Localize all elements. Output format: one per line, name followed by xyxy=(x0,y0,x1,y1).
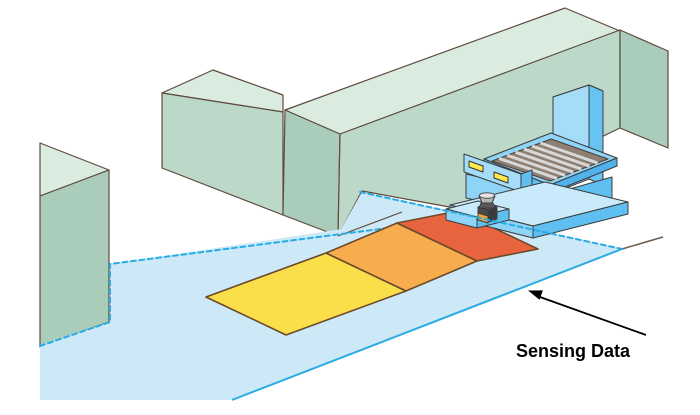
conveyor-rollers xyxy=(498,141,599,180)
obstacle-base-line xyxy=(337,211,403,237)
indicator-light-left xyxy=(468,160,484,173)
agv xyxy=(445,84,629,239)
scanner-cap-top xyxy=(479,192,495,199)
agv-conveyor-deck xyxy=(483,132,618,194)
annotation-arrow-line xyxy=(539,296,647,336)
scan-plane-line-dashed xyxy=(359,191,623,250)
sensing-area-edge-solid xyxy=(231,248,623,401)
sensing-data-label: Sensing Data xyxy=(516,341,631,361)
scanner-neck xyxy=(478,202,496,209)
base-side xyxy=(532,201,629,239)
floor-line xyxy=(621,236,664,250)
wall-obstacle xyxy=(282,7,669,237)
annotation: Sensing Data xyxy=(516,290,647,361)
detection-zones xyxy=(205,210,539,336)
annotation-arrowhead xyxy=(528,290,543,300)
left-obstacle-box xyxy=(39,142,110,348)
left-obstacle-front-face xyxy=(39,169,110,348)
sensing-area-boundary-dashed-left xyxy=(39,221,435,347)
indicator-light-right xyxy=(493,171,509,184)
wall-right-face xyxy=(619,29,669,149)
near-detection-zone xyxy=(396,210,539,262)
